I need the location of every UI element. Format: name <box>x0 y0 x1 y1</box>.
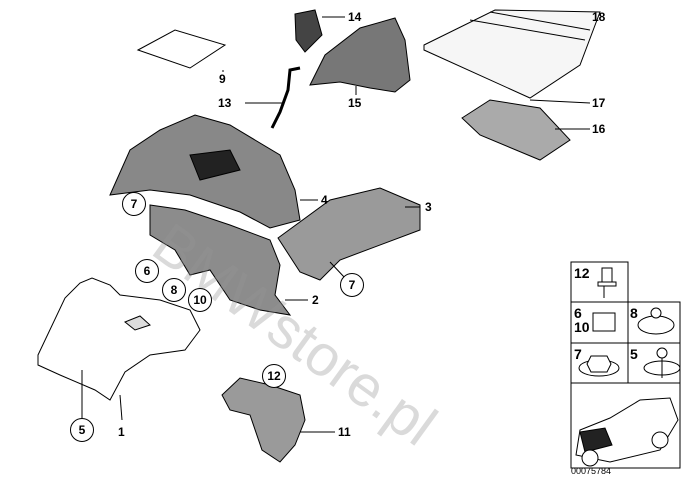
part-13 <box>270 66 301 129</box>
part-1-carpet <box>37 277 201 401</box>
part-14 <box>294 9 323 53</box>
callout-2: 2 <box>312 293 319 307</box>
callout-4: 4 <box>321 193 328 207</box>
callout-13: 13 <box>218 96 232 110</box>
callout-15: 15 <box>348 96 362 110</box>
callout-7-circle: 7 <box>122 192 146 216</box>
part-18 <box>423 9 601 99</box>
callout-16: 16 <box>592 122 606 136</box>
callout-17: 17 <box>592 96 606 110</box>
part-3 <box>277 187 421 281</box>
fastener-inset <box>570 261 681 469</box>
callout-10-circle: 10 <box>188 288 212 312</box>
part-16 <box>461 99 571 161</box>
callout-18: 18 <box>592 10 606 24</box>
callout-11: 11 <box>338 425 351 439</box>
callout-9: 9 <box>219 72 226 86</box>
callout-8-circle: 8 <box>162 278 186 302</box>
part-2 <box>149 204 292 316</box>
callout-14: 14 <box>348 10 362 24</box>
inset-label-7: 7 <box>574 346 582 362</box>
callout-7-circle: 7 <box>340 273 364 297</box>
inset-label-5: 5 <box>630 346 638 362</box>
diagram-number: 00075784 <box>571 466 612 476</box>
inset-label-10: 10 <box>574 319 590 335</box>
callout-3: 3 <box>425 200 432 214</box>
callout-5-circle: 5 <box>70 418 94 442</box>
inset-label-8: 8 <box>630 305 638 321</box>
part-15 <box>309 17 411 93</box>
inset-label-12: 12 <box>574 265 590 281</box>
callout-1: 1 <box>118 425 125 439</box>
callout-12-circle: 12 <box>262 364 286 388</box>
callout-6-circle: 6 <box>135 259 159 283</box>
part-11 <box>221 377 306 463</box>
inset-label-6: 6 <box>574 305 582 321</box>
part-9-pad <box>136 29 227 69</box>
